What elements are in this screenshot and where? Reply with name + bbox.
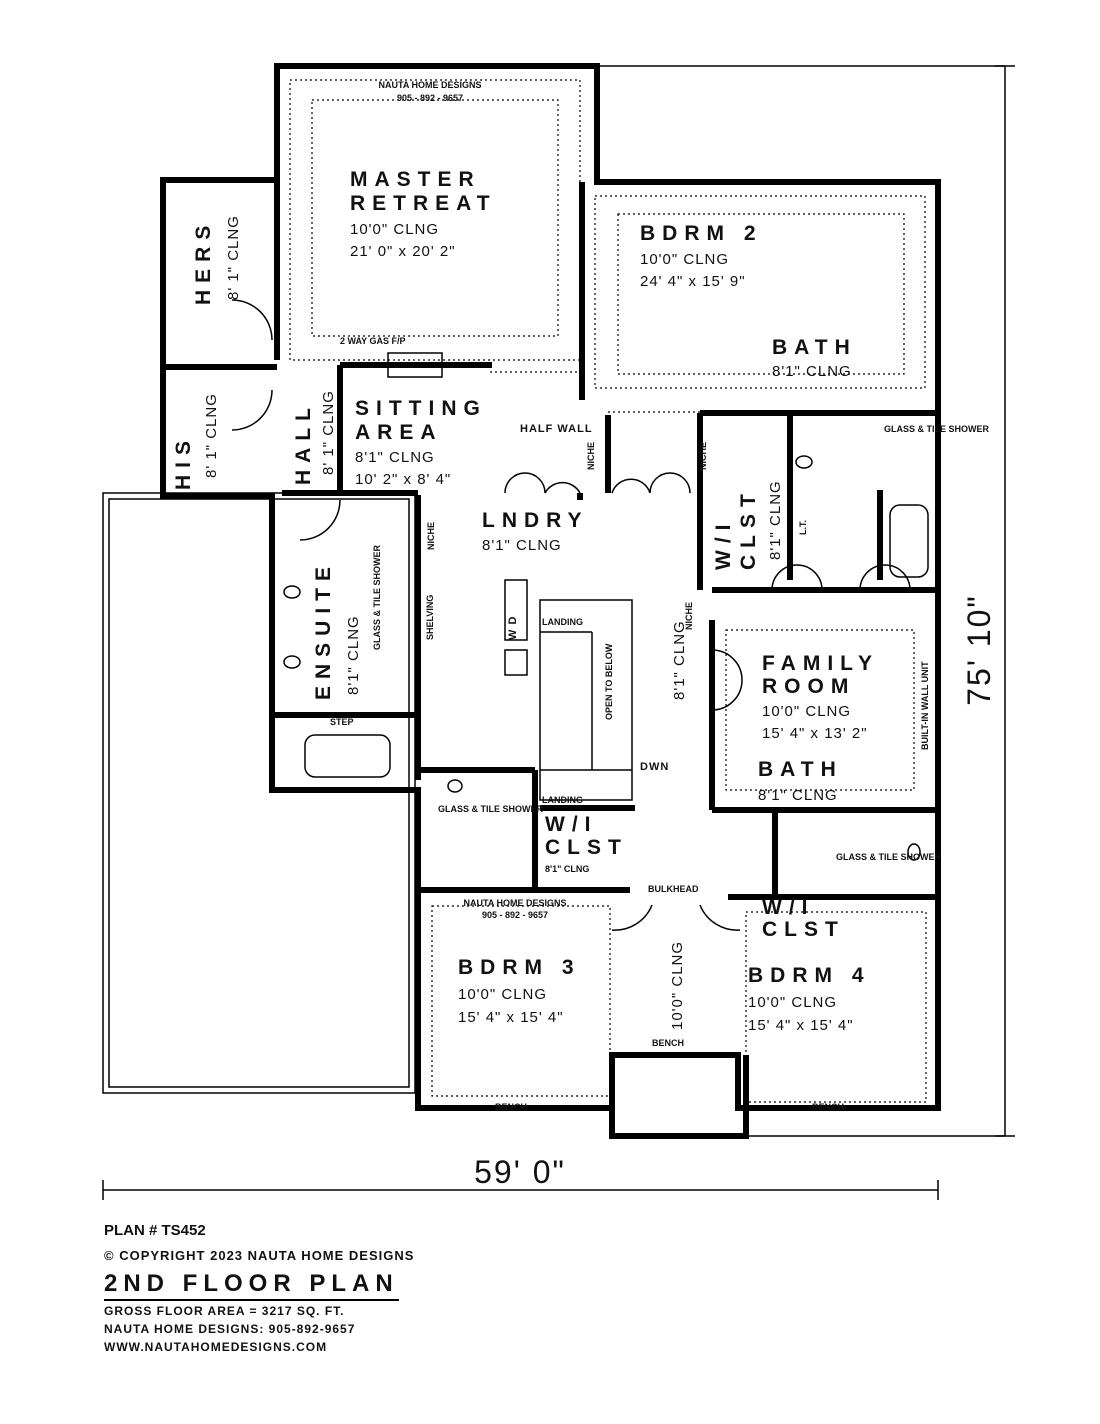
bdrm2-label: BDRM 2 (640, 222, 763, 245)
niche-note-2: NICHE (698, 442, 708, 470)
his-label: HIS (172, 434, 195, 490)
hall-label: HALL (292, 401, 315, 485)
footer-phone: NAUTA HOME DESIGNS: 905-892-9657 (104, 1322, 356, 1336)
width-dimension: 59' 0" (474, 1154, 566, 1190)
master-size: 21' 0" x 20' 2" (350, 243, 456, 260)
lt-note: L.T. (798, 520, 808, 535)
bath-top-ceiling: 8'1" CLNG (772, 363, 852, 380)
wi-clst-mid-ceiling: 8'1" CLNG (545, 864, 589, 874)
niche-note-4: NICHE (684, 602, 694, 630)
gas-fp-note: 2 WAY GAS F/P (340, 336, 406, 346)
lower-hall-ceiling: 10'0" CLNG (669, 941, 686, 1030)
dwn-note: DWN (640, 761, 669, 773)
family-label-2: ROOM (762, 675, 855, 698)
bdrm4-label: BDRM 4 (748, 964, 871, 987)
fireplace-symbol (345, 352, 492, 378)
door-swings (231, 299, 911, 931)
glass-shower-note-top: GLASS & TILE SHOWER (884, 424, 990, 434)
depth-dimension: 75' 10" (961, 594, 997, 706)
bench-note-left: BENCH (495, 1102, 527, 1112)
bench-note-center: BENCH (652, 1038, 684, 1048)
glass-shower-note-hall: GLASS & TILE SHOWER (438, 804, 544, 814)
wi-clst-right-label-1: W/I (762, 896, 815, 919)
bdrm2-ceiling: 10'0" CLNG (640, 251, 729, 268)
bdrm4-ceiling: 10'0" CLNG (748, 994, 837, 1011)
lower-credit-phone: 905 - 892 - 9657 (482, 910, 548, 920)
bath-mid-label: BATH (758, 758, 843, 781)
family-size: 15' 4" x 13' 2" (762, 725, 868, 742)
wi-clst-right-label-2: CLST (762, 918, 845, 941)
landing-note-bottom: LANDING (542, 795, 583, 805)
family-ceiling: 10'0" CLNG (762, 703, 851, 720)
niche-note-3: NICHE (426, 522, 436, 550)
half-wall-note: HALF WALL (520, 423, 593, 435)
master-label-1: MASTER (350, 168, 481, 191)
wi-clst-top-label-1: W/I (712, 518, 735, 571)
header-credit-name: NAUTA HOME DESIGNS (378, 80, 481, 90)
hall-ceiling: 8' 1" CLNG (320, 390, 337, 475)
sitting-label-2: AREA (355, 421, 443, 444)
ensuite-label: ENSUITE (312, 560, 335, 700)
hers-label: HERS (192, 219, 215, 305)
family-label-1: FAMILY (762, 652, 879, 675)
ensuite-ceiling: 8'1" CLNG (345, 615, 362, 695)
washer-dryer-note: W D (507, 616, 519, 640)
glass-shower-note-ensuite: GLASS & TILE SHOWER (372, 544, 382, 650)
staircase (539, 599, 633, 801)
plan-title: 2ND FLOOR PLAN (104, 1270, 399, 1301)
bench-note-right: BENCH (812, 1102, 844, 1112)
header-credit-phone: 905 - 892 - 9657 (397, 93, 463, 103)
glass-shower-note-right: GLASS & TILE SHOWER (836, 852, 942, 862)
dimension-lines (102, 65, 1015, 1200)
copyright-icon: © (104, 1248, 115, 1263)
sitting-size: 10' 2" x 8' 4" (355, 471, 451, 488)
plan-number: PLAN # TS452 (104, 1222, 206, 1239)
bath-mid-ceiling: 8'1" CLNG (758, 787, 838, 804)
sitting-ceiling: 8'1" CLNG (355, 449, 435, 466)
wi-clst-mid-label-2: CLST (545, 836, 628, 859)
bdrm4-size: 15' 4" x 15' 4" (748, 1017, 854, 1034)
wi-clst-top-label-2: CLST (737, 487, 760, 570)
builtin-note: BUILT-IN WALL UNIT (920, 661, 930, 750)
copyright-text: COPYRIGHT 2023 NAUTA HOME DESIGNS (119, 1248, 415, 1263)
open-below-note: OPEN TO BELOW (604, 643, 614, 720)
laundry-ceiling: 8'1" CLNG (482, 537, 562, 554)
bdrm3-ceiling: 10'0" CLNG (458, 986, 547, 1003)
bath-top-label: BATH (772, 336, 857, 359)
hers-ceiling: 8' 1" CLNG (225, 215, 242, 300)
laundry-label: LNDRY (482, 509, 589, 532)
bulkhead-note: BULKHEAD (648, 884, 699, 894)
wi-clst-mid-label-1: W/I (545, 813, 598, 836)
corridor-ceiling: 8'1" CLNG (671, 620, 688, 700)
his-ceiling: 8' 1" CLNG (203, 393, 220, 478)
master-label-2: RETREAT (350, 192, 497, 215)
copyright-line: © COPYRIGHT 2023 NAUTA HOME DESIGNS (104, 1248, 414, 1263)
wi-clst-top-ceiling: 8'1" CLNG (767, 480, 784, 560)
bdrm3-size: 15' 4" x 15' 4" (458, 1009, 564, 1026)
shelving-note: SHELVING (425, 595, 435, 640)
footer-website: WWW.NAUTAHOMEDESIGNS.COM (104, 1340, 328, 1354)
master-ceiling: 10'0" CLNG (350, 221, 439, 238)
ceiling-details (289, 79, 927, 1103)
fixtures (283, 455, 929, 861)
sitting-label-1: SITTING (355, 397, 487, 420)
landing-note-top: LANDING (542, 617, 583, 627)
bdrm3-label: BDRM 3 (458, 956, 581, 979)
step-note: STEP (330, 717, 354, 727)
interior-walls (163, 180, 938, 900)
niche-note-1: NICHE (586, 442, 596, 470)
bdrm2-size: 24' 4" x 15' 9" (640, 273, 746, 290)
gross-area: GROSS FLOOR AREA = 3217 SQ. FT. (104, 1304, 345, 1318)
lower-credit-name: NAUTA HOME DESIGNS (463, 898, 566, 908)
